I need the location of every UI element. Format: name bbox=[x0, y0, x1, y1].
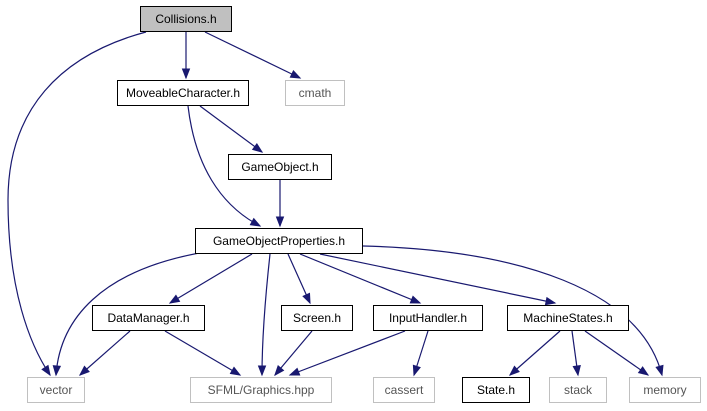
node-screen-h[interactable]: Screen.h bbox=[281, 305, 353, 331]
node-cassert[interactable]: cassert bbox=[373, 377, 435, 403]
arrowhead-gop-to-datamanager bbox=[168, 294, 181, 304]
arrowhead-moveable-to-gameobject bbox=[251, 142, 264, 153]
edge-screen-to-sfml bbox=[274, 330, 313, 376]
edge-gop-to-inputhandler bbox=[299, 253, 421, 304]
arrowhead-collisions-to-cmath bbox=[289, 70, 302, 79]
arrowhead-datamanager-to-sfml bbox=[229, 366, 242, 376]
edge-gop-to-vector bbox=[55, 251, 206, 376]
arrowhead-screen-to-sfml bbox=[274, 365, 285, 377]
edge-moveable-to-gop bbox=[187, 105, 261, 227]
edge-collisions-to-vector bbox=[7, 31, 147, 376]
edge-datamanager-to-vector bbox=[79, 330, 131, 376]
arrowhead-machinestates-to-stack bbox=[572, 365, 581, 377]
node-state-h[interactable]: State.h bbox=[462, 377, 530, 403]
arrowhead-gop-to-screen bbox=[302, 292, 311, 305]
node-collisions-h[interactable]: Collisions.h bbox=[140, 6, 232, 32]
arrowhead-collisions-to-moveable bbox=[181, 68, 191, 80]
edge-gop-to-sfml bbox=[261, 253, 271, 376]
node-moveablecharacter-h[interactable]: MoveableCharacter.h bbox=[117, 80, 249, 106]
node-datamanager-h[interactable]: DataManager.h bbox=[92, 305, 205, 331]
arrowhead-gop-to-memory bbox=[655, 364, 664, 377]
edge-moveable-to-gameobject bbox=[199, 105, 263, 153]
node-sfml-graphics-hpp[interactable]: SFML/Graphics.hpp bbox=[190, 377, 332, 403]
arrowhead-machinestates-to-memory bbox=[637, 366, 650, 376]
arrowhead-gop-to-machinestates bbox=[544, 296, 557, 306]
edge-gop-to-datamanager bbox=[169, 253, 253, 304]
edge-collisions-to-cmath bbox=[204, 31, 301, 79]
edge-machinestates-to-memory bbox=[584, 330, 649, 376]
edge-datamanager-to-sfml bbox=[164, 330, 241, 376]
arrowhead-moveable-to-gop bbox=[249, 217, 262, 227]
edge-gop-to-memory bbox=[362, 245, 663, 376]
arrowhead-gop-to-sfml bbox=[257, 365, 267, 377]
arrowhead-gop-to-inputhandler bbox=[409, 295, 422, 304]
arrowhead-datamanager-to-vector bbox=[78, 365, 90, 376]
arrowhead-inputhandler-to-cassert bbox=[412, 364, 421, 377]
node-gameobject-h[interactable]: GameObject.h bbox=[228, 154, 332, 180]
arrowhead-collisions-to-vector bbox=[41, 364, 51, 377]
node-machinestates-h[interactable]: MachineStates.h bbox=[507, 305, 629, 331]
arrowhead-inputhandler-to-sfml bbox=[288, 367, 301, 376]
node-memory[interactable]: memory bbox=[629, 377, 701, 403]
node-gameobjectproperties-h[interactable]: GameObjectProperties.h bbox=[195, 228, 363, 254]
node-stack[interactable]: stack bbox=[549, 377, 607, 403]
node-cmath[interactable]: cmath bbox=[285, 80, 345, 106]
arrowhead-gameobject-to-gop bbox=[275, 216, 285, 228]
arrowhead-machinestates-to-state bbox=[508, 365, 520, 376]
edge-gop-to-machinestates bbox=[319, 253, 556, 304]
node-inputhandler-h[interactable]: InputHandler.h bbox=[373, 305, 483, 331]
edge-inputhandler-to-sfml bbox=[289, 330, 406, 376]
node-vector[interactable]: vector bbox=[27, 377, 85, 403]
edge-machinestates-to-state bbox=[509, 330, 561, 376]
arrowhead-gop-to-vector bbox=[52, 365, 62, 377]
